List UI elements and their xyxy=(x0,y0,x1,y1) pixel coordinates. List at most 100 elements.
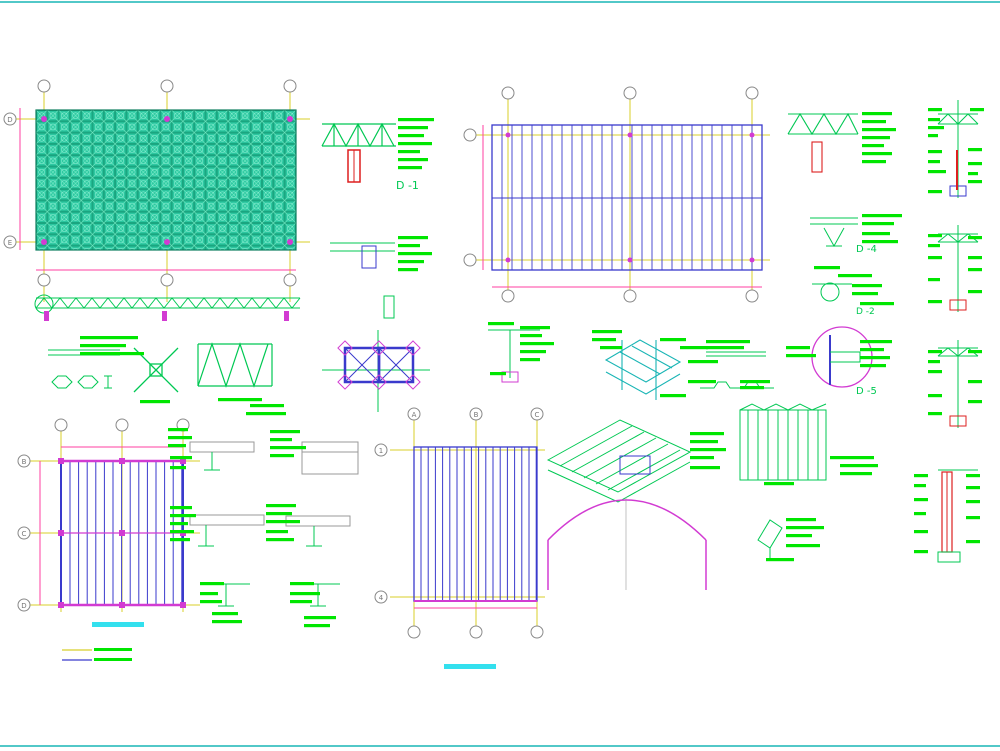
annotation-tag xyxy=(398,158,428,162)
truss-elevation-long xyxy=(34,294,301,314)
annotation-tag xyxy=(170,456,192,460)
detail-arch-section xyxy=(547,497,707,590)
annotation-tag xyxy=(600,346,622,350)
detail-d1-title: D -1 xyxy=(396,179,419,192)
detail-gutter xyxy=(757,519,783,560)
annotation-tag xyxy=(764,482,794,486)
annotation-tag xyxy=(766,558,794,562)
annotation-tag xyxy=(250,404,284,408)
annotation-tag xyxy=(860,364,886,368)
annotation-tag xyxy=(928,300,942,304)
annotation-leaders xyxy=(80,108,984,628)
title-bar-plan4 xyxy=(444,664,496,669)
annotation-tag xyxy=(398,166,422,170)
annotation-tag xyxy=(520,342,554,346)
purlin-plan-large xyxy=(470,95,770,300)
annotation-tag xyxy=(212,612,238,616)
title-bar-plan3 xyxy=(92,622,144,627)
roof-plan-grid xyxy=(14,90,310,302)
detail-bracing-x xyxy=(133,347,179,393)
detail-d4-title: D -4 xyxy=(856,244,877,255)
annotation-tag xyxy=(304,624,330,628)
axis-label-a-plan4: A xyxy=(412,411,417,419)
annotation-tag xyxy=(740,380,770,384)
annotation-tag xyxy=(80,344,126,348)
legend-label-1 xyxy=(94,648,132,651)
annotation-tag xyxy=(966,486,980,490)
annotation-tag xyxy=(266,530,288,534)
annotation-tag xyxy=(966,516,980,520)
annotation-tag xyxy=(968,236,982,240)
annotation-tag xyxy=(398,260,424,264)
annotation-tag xyxy=(860,340,892,344)
axis-label-b-plan3: B xyxy=(22,458,27,466)
annotation-tag xyxy=(928,350,942,354)
annotation-tag xyxy=(200,600,222,604)
annotation-tag xyxy=(168,428,188,432)
annotation-tag xyxy=(688,380,716,384)
detail-truss-right-top xyxy=(787,112,859,173)
annotation-tag xyxy=(706,340,750,344)
annotation-tag xyxy=(140,400,170,404)
framing-plan-axis-bubbles xyxy=(17,418,190,612)
legend-label-2 xyxy=(94,658,132,661)
annotation-tag xyxy=(398,118,434,122)
annotation-tag xyxy=(660,338,686,342)
annotation-tag xyxy=(928,126,944,130)
detail-truss-elevation-2 xyxy=(197,342,273,388)
annotation-tag xyxy=(690,440,718,444)
annotation-tag xyxy=(212,620,242,624)
annotation-tag xyxy=(970,108,984,112)
annotation-tag xyxy=(966,500,980,504)
annotation-tag xyxy=(862,120,886,124)
annotation-tag xyxy=(398,126,428,130)
annotation-tag xyxy=(688,360,718,364)
annotation-tag xyxy=(398,244,420,248)
annotation-tag xyxy=(690,448,726,452)
column-stub xyxy=(162,311,167,321)
annotation-tag xyxy=(398,134,424,138)
annotation-tag xyxy=(266,504,296,508)
annotation-tag xyxy=(862,128,896,132)
annotation-tag xyxy=(968,290,982,294)
annotation-tag xyxy=(968,400,982,404)
annotation-tag xyxy=(266,520,300,524)
annotation-tag xyxy=(928,118,940,122)
annotation-tag xyxy=(968,256,982,260)
annotation-tag xyxy=(398,142,432,146)
detail-beam-sections xyxy=(189,441,359,607)
annotation-tag xyxy=(968,162,982,166)
annotation-tag xyxy=(914,498,928,502)
annotation-tag xyxy=(520,334,542,338)
annotation-tag xyxy=(520,350,546,354)
annotation-tag xyxy=(592,330,622,334)
detail-section-b xyxy=(488,329,540,383)
annotation-tag xyxy=(862,136,890,140)
axis-label-b-plan4: B xyxy=(474,411,479,419)
annotation-tag xyxy=(690,456,714,460)
annotation-tag xyxy=(914,484,926,488)
annotation-tag xyxy=(520,326,550,330)
annotation-tag xyxy=(290,600,312,604)
annotation-tag xyxy=(398,252,432,256)
axis-label-e-plan1: E xyxy=(8,239,12,247)
detail-small-plate xyxy=(383,295,395,319)
annotation-tag xyxy=(928,370,942,374)
detail-profiles xyxy=(48,349,120,389)
annotation-tag xyxy=(968,350,982,354)
annotation-tag xyxy=(914,530,928,534)
annotation-tag xyxy=(928,412,942,416)
annotation-tag xyxy=(170,506,192,510)
annotation-tag xyxy=(170,522,188,526)
annotation-tag xyxy=(786,518,816,522)
annotation-tag xyxy=(270,454,294,458)
annotation-tag xyxy=(246,412,286,416)
purlin-plan-bottom-axis-bubbles xyxy=(374,407,544,639)
purlin-plan-bottom xyxy=(390,418,545,628)
annotation-tag xyxy=(490,372,506,376)
annotation-tag xyxy=(266,538,294,542)
annotation-tag xyxy=(860,348,884,352)
annotation-tag xyxy=(520,358,540,362)
annotation-tag xyxy=(928,278,940,282)
